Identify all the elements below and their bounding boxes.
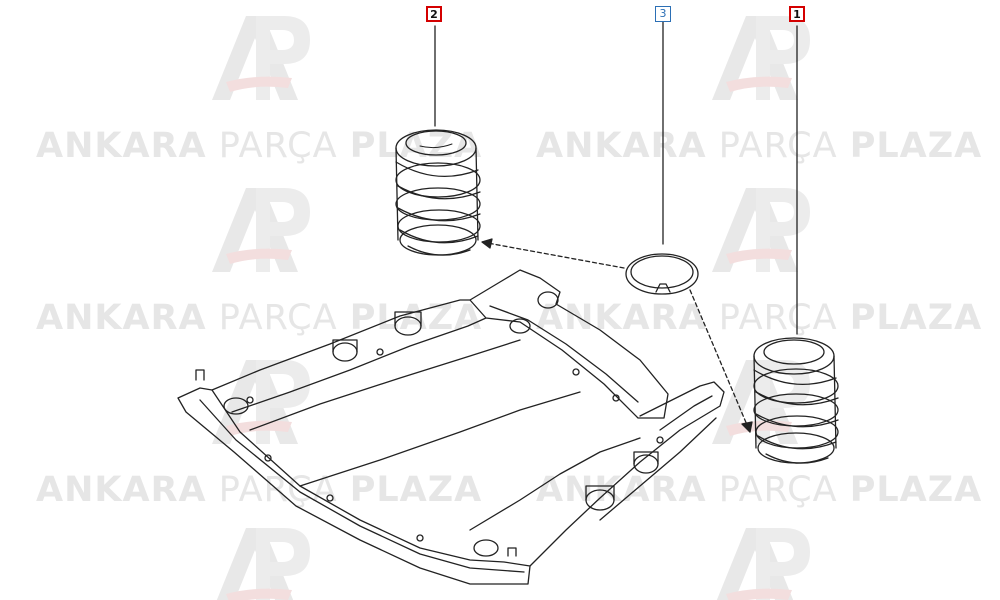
watermark-word: PARÇA (718, 126, 838, 166)
watermark-text: ANKARA PARÇA PLAZA (536, 470, 982, 510)
subframe (177, 269, 725, 585)
watermark-word: PARÇA (218, 298, 338, 338)
watermark-word: PARÇA (718, 470, 838, 510)
watermark-word: ANKARA (536, 470, 707, 510)
watermark-word: ANKARA (536, 298, 707, 338)
watermark-text: ANKARA PARÇA PLAZA (36, 126, 482, 166)
watermark-word: PLAZA (849, 126, 983, 166)
watermark-text: ANKARA PARÇA PLAZA (536, 298, 982, 338)
callout-3[interactable]: 3 (655, 6, 671, 22)
watermark-word: PLAZA (849, 470, 983, 510)
arrow-head (481, 238, 493, 249)
watermark-word: ANKARA (36, 470, 207, 510)
assembly-arrows (481, 241, 751, 433)
callout-2[interactable]: 2 (426, 6, 442, 22)
spring-seat-ring[interactable] (625, 253, 699, 295)
watermark-word: PARÇA (218, 126, 338, 166)
watermark-text: ANKARA PARÇA PLAZA (36, 298, 482, 338)
watermark-word: ANKARA (36, 126, 207, 166)
watermark-text: ANKARA PARÇA PLAZA (36, 470, 482, 510)
right-coil-spring[interactable] (753, 337, 839, 464)
left-coil-spring[interactable] (395, 129, 481, 256)
arrow-head (741, 421, 753, 433)
callout-1[interactable]: 1 (789, 6, 805, 22)
watermark-word: ANKARA (36, 298, 207, 338)
watermark-word: PARÇA (718, 298, 838, 338)
watermark-word: ANKARA (536, 126, 707, 166)
watermark-word: PLAZA (849, 298, 983, 338)
watermark-word: PLAZA (349, 470, 483, 510)
watermark-text: ANKARA PARÇA PLAZA (536, 126, 982, 166)
